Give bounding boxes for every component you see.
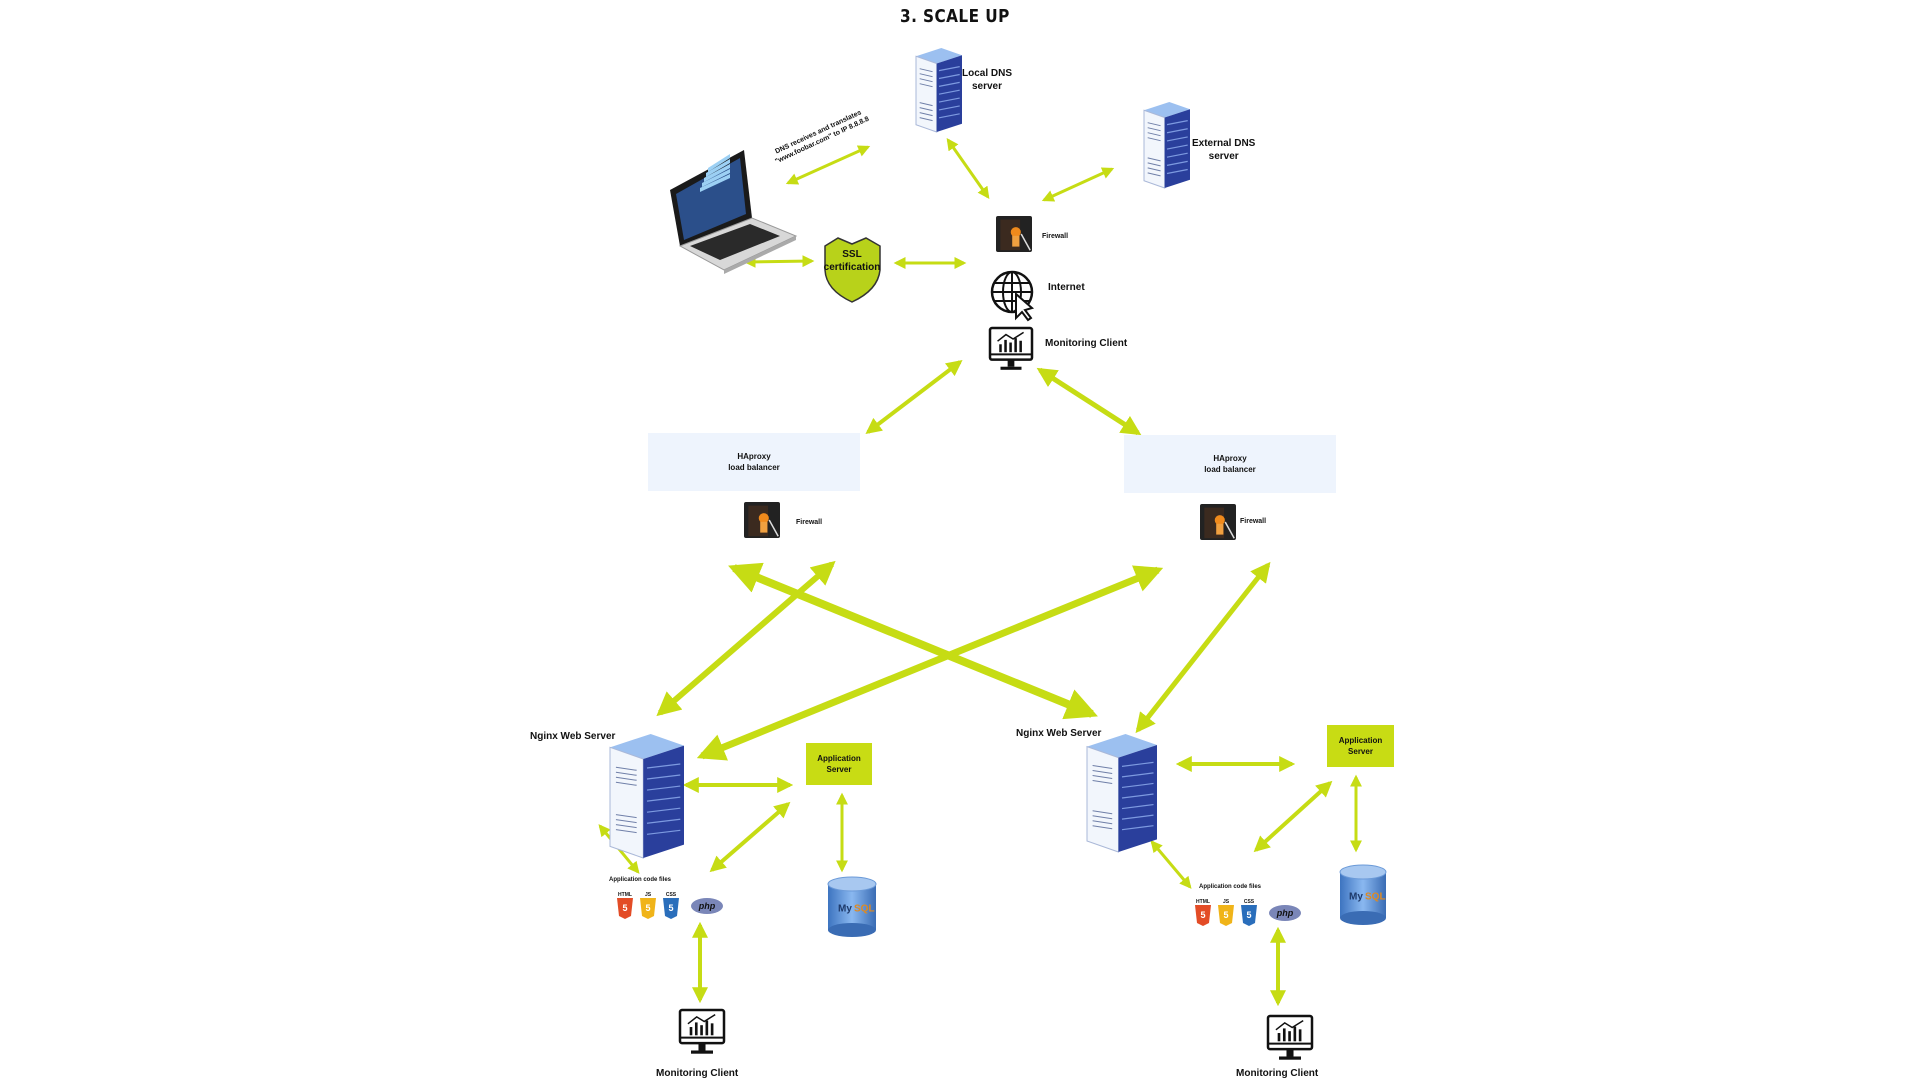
svg-text:5: 5 <box>1246 910 1251 920</box>
monitoring-client-top-icon <box>988 326 1034 370</box>
firewall-right-label: Firewall <box>1240 518 1267 525</box>
app-code-files-left-label: Application code files <box>609 877 672 883</box>
firewall-top-icon <box>996 216 1032 252</box>
monitoring-client-right-icon <box>1266 1014 1314 1060</box>
firewall-left-label: Firewall <box>796 519 823 526</box>
svg-text:CSS: CSS <box>666 892 677 898</box>
connection-arrow <box>1150 840 1192 889</box>
svg-text:My: My <box>838 904 852 915</box>
connection-arrow <box>1135 561 1271 734</box>
svg-text:HTML: HTML <box>618 892 632 898</box>
svg-text:5: 5 <box>1200 910 1205 920</box>
svg-text:JS: JS <box>1223 899 1230 905</box>
firewall-right-icon <box>1200 504 1236 540</box>
code-badges-left: HTML 5 JS 5 CSS 5 php <box>617 892 723 919</box>
diagram-title: 3. SCALE UP <box>900 6 1010 27</box>
code-badges-right: HTML 5 JS 5 CSS 5 php <box>1195 899 1301 926</box>
connection-arrow <box>1041 167 1115 202</box>
svg-text:php: php <box>1276 908 1294 918</box>
internet-globe-icon <box>990 270 1035 322</box>
connection-arrow <box>1253 780 1333 853</box>
svg-text:5: 5 <box>622 903 627 913</box>
internet-label: Internet <box>1048 282 1085 293</box>
connection-arrow <box>946 138 990 199</box>
app-code-files-right-label: Application code files <box>1199 884 1262 890</box>
svg-text:My: My <box>1349 892 1363 903</box>
laptop-icon <box>670 150 798 274</box>
nginx-right-label: Nginx Web Server <box>1016 728 1102 739</box>
connection-arrow <box>865 360 963 434</box>
firewall-left-icon <box>744 502 780 538</box>
connection-arrow <box>1036 367 1142 436</box>
svg-text:SQL: SQL <box>854 904 875 915</box>
connection-arrow <box>785 145 871 185</box>
connection-arrows <box>598 138 1362 1007</box>
svg-text:HTML: HTML <box>1196 899 1210 905</box>
ssl-shield-icon <box>824 237 881 303</box>
connection-arrow <box>743 255 815 268</box>
svg-text:SQL: SQL <box>1365 892 1386 903</box>
svg-text:CSS: CSS <box>1244 899 1255 905</box>
nginx-left-label: Nginx Web Server <box>530 731 616 742</box>
monitoring-client-left-label: Monitoring Client <box>656 1068 739 1079</box>
connection-arrow <box>728 562 1098 720</box>
firewall-top-label: Firewall <box>1042 233 1069 240</box>
monitoring-client-right-label: Monitoring Client <box>1236 1068 1319 1079</box>
nginx-right-server-icon <box>1086 734 1157 853</box>
local-dns-server-icon <box>915 48 962 133</box>
svg-text:php: php <box>698 901 716 911</box>
nginx-left-server-icon <box>609 734 684 859</box>
connection-arrow <box>709 801 791 873</box>
svg-text:5: 5 <box>668 903 673 913</box>
svg-text:5: 5 <box>1223 910 1228 920</box>
external-dns-server-icon <box>1143 102 1190 189</box>
monitoring-client-top-label: Monitoring Client <box>1045 338 1128 349</box>
svg-text:5: 5 <box>645 903 650 913</box>
svg-text:JS: JS <box>645 892 652 898</box>
connection-arrow <box>656 560 836 717</box>
connection-arrow <box>696 565 1164 761</box>
monitoring-client-left-icon <box>678 1008 726 1054</box>
